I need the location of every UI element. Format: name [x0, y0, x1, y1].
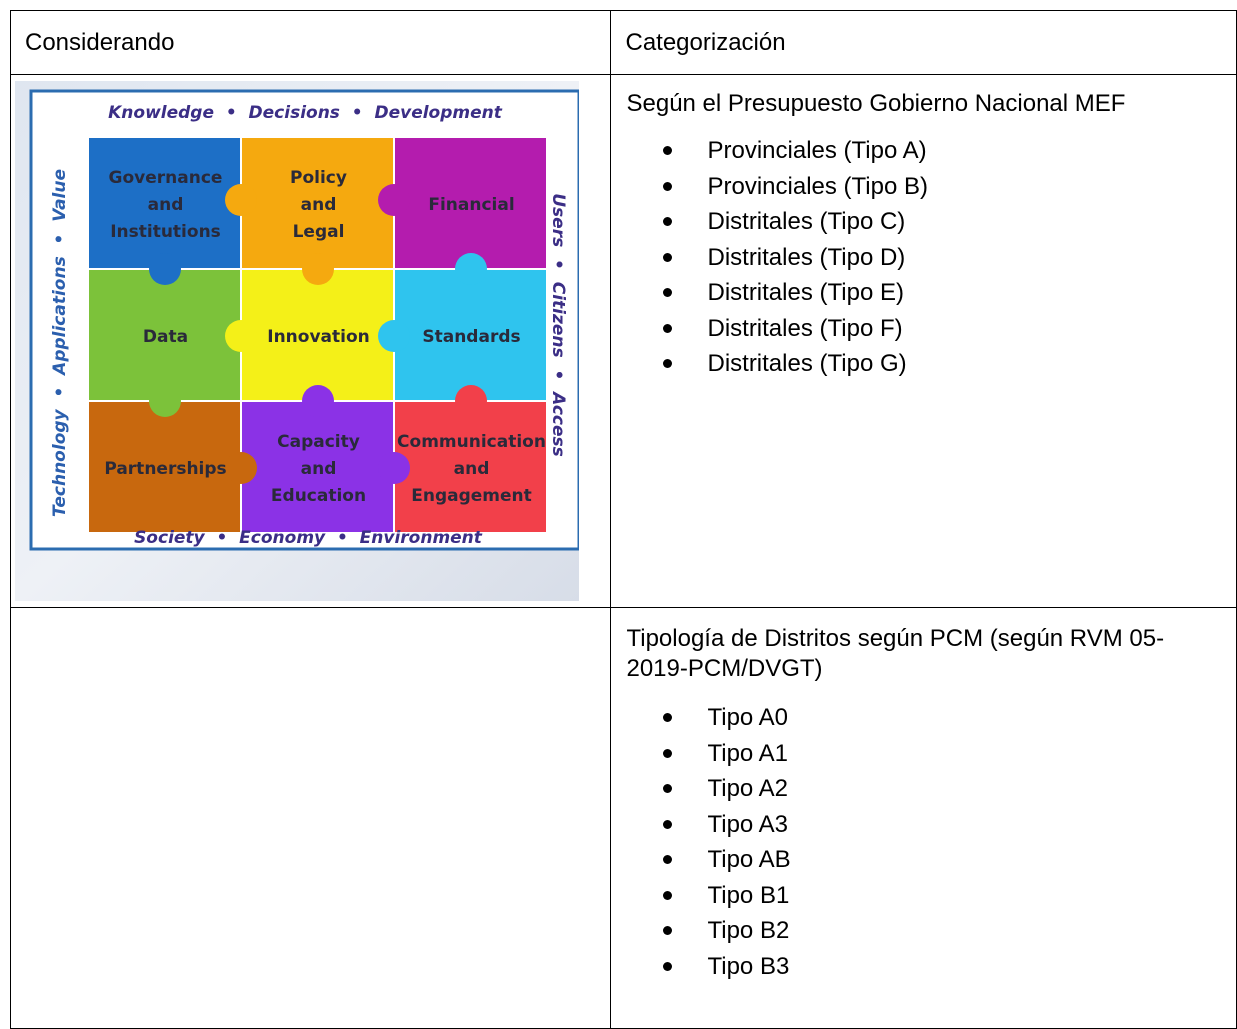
puzzle-piece-label: Policy	[290, 168, 347, 188]
mef-intro-text: Según el Presupuesto Gobierno Nacional M…	[626, 90, 1126, 117]
puzzle-piece-label: Data	[143, 327, 188, 347]
puzzle-connector	[455, 253, 487, 285]
categorization-cell-pcm: Tipología de Distritos según PCM (según …	[610, 607, 1237, 1029]
puzzle-piece-label: and	[148, 195, 184, 215]
puzzle-piece-label: and	[301, 195, 337, 215]
puzzle-connector	[225, 320, 257, 352]
puzzle-piece	[395, 402, 546, 532]
puzzle-connector	[149, 385, 181, 417]
list-item: Tipo A2	[663, 771, 1236, 807]
header-cell-categorizacion: Categorización	[610, 10, 1237, 75]
puzzle-piece-label: Capacity	[277, 432, 360, 452]
list-item: Distritales (Tipo E)	[663, 275, 1236, 311]
puzzle-piece-label: Partnerships	[104, 459, 226, 479]
puzzle-piece	[395, 138, 546, 268]
puzzle-piece	[242, 402, 393, 532]
puzzle-connector	[378, 184, 410, 216]
puzzle-piece	[242, 270, 393, 400]
categorization-cell-mef: Según el Presupuesto Gobierno Nacional M…	[610, 74, 1237, 608]
header-cell-considerando: Considerando	[9, 10, 612, 75]
table-row: Tipología de Distritos según PCM (según …	[9, 607, 1237, 1029]
list-item: Distritales (Tipo F)	[663, 311, 1236, 347]
puzzle-piece	[395, 270, 546, 400]
puzzle-piece-label: Governance	[109, 168, 223, 188]
puzzle-piece	[89, 138, 240, 268]
puzzle-piece-label: Engagement	[411, 486, 532, 506]
puzzle-piece-label: Communication	[397, 432, 546, 452]
list-item: Tipo A0	[663, 700, 1236, 736]
puzzle-piece-label: Financial	[428, 195, 514, 215]
list-item: Provinciales (Tipo A)	[663, 133, 1236, 169]
list-item: Distritales (Tipo D)	[663, 240, 1236, 276]
list-item: Tipo AB	[663, 842, 1236, 878]
puzzle-piece-label: Legal	[293, 222, 345, 242]
puzzle-connector	[378, 320, 410, 352]
mef-category-list: Provinciales (Tipo A)Provinciales (Tipo …	[611, 133, 1236, 382]
list-item: Tipo B3	[663, 949, 1236, 985]
puzzle-connector	[378, 452, 410, 484]
puzzle-piece-label: and	[454, 459, 490, 479]
puzzle-piece-label: and	[301, 459, 337, 479]
puzzle-connector	[302, 385, 334, 417]
list-item: Tipo A3	[663, 807, 1236, 843]
puzzle-piece	[242, 138, 393, 268]
puzzle-piece-label: Education	[271, 486, 366, 506]
puzzle-piece-label: Innovation	[267, 327, 370, 347]
puzzle-connector	[225, 184, 257, 216]
puzzle-top-label: Knowledge • Decisions • Development	[108, 103, 503, 123]
pcm-intro-text: Tipología de Distritos según PCM (según …	[626, 625, 1165, 682]
list-item: Distritales (Tipo G)	[663, 346, 1236, 382]
list-item: Tipo A1	[663, 736, 1236, 772]
puzzle-connector	[455, 385, 487, 417]
list-item: Tipo B1	[663, 878, 1236, 914]
puzzle-piece	[89, 402, 240, 532]
categorization-table: Considerando Categorización	[9, 10, 1237, 1029]
empty-cell	[9, 607, 612, 1029]
puzzle-connector	[225, 452, 257, 484]
list-item: Distritales (Tipo C)	[663, 204, 1236, 240]
table-header-row: Considerando Categorización	[9, 10, 1237, 75]
list-item: Tipo B2	[663, 913, 1236, 949]
puzzle-connector	[302, 253, 334, 285]
list-item: Provinciales (Tipo B)	[663, 169, 1236, 205]
puzzle-connector	[149, 253, 181, 285]
puzzle-piece-label: Institutions	[110, 222, 221, 242]
puzzle-piece-label: Standards	[422, 327, 520, 347]
puzzle-bottom-label: Society • Economy • Environment	[134, 528, 483, 548]
puzzle-piece	[89, 270, 240, 400]
puzzle-right-label: Users • Citizens • Access	[548, 193, 568, 457]
puzzle-left-label: Technology • Applications • Value	[50, 169, 70, 517]
